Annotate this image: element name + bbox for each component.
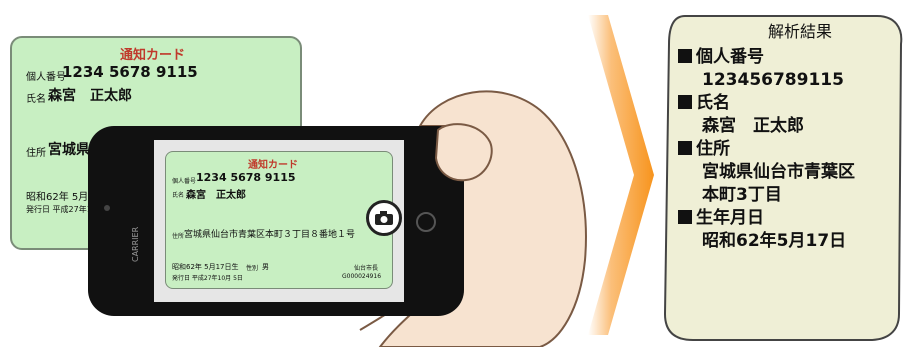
- result-value-address-2: 本町3丁目: [678, 184, 902, 207]
- phone-card-address: 宮城県仙台市青葉区本町３丁目８番地１号: [184, 227, 355, 240]
- result-label-birthdate: 生年月日: [696, 208, 764, 228]
- result-value-number: 123456789115: [678, 69, 902, 92]
- phone-card-name: 森宮 正太郎: [186, 186, 246, 201]
- arrow-right-icon: [588, 5, 658, 335]
- phone-card-issue: 発行日 平成27年10月 5日: [172, 273, 243, 282]
- result-value-address: 宮城県仙台市青葉区: [678, 161, 902, 184]
- result-title: 解析結果: [698, 18, 902, 42]
- phone-card-preview: 通知カード 個人番号 1234 5678 9115 氏名 森宮 正太郎 住所 宮…: [165, 151, 393, 289]
- thumb-illustration: [430, 120, 500, 200]
- result-label-name: 氏名: [696, 93, 730, 113]
- camera-shutter-button[interactable]: [366, 200, 402, 236]
- phone-card-code: G000024916: [342, 273, 381, 280]
- result-content: 解析結果 個人番号 123456789115 氏名 森宮 正太郎 住所 宮城県仙…: [678, 18, 902, 253]
- bullet-square-icon: [678, 95, 692, 109]
- bullet-square-icon: [678, 141, 692, 155]
- phone-card-issuer: 仙台市長: [354, 263, 378, 272]
- home-button[interactable]: [416, 212, 436, 232]
- carrier-label: CARRIER: [131, 227, 140, 262]
- result-label-number: 個人番号: [696, 47, 764, 67]
- bullet-square-icon: [678, 49, 692, 63]
- phone-card-birth: 昭和62年 5月17日生: [172, 262, 239, 272]
- front-camera-icon: [104, 205, 110, 211]
- result-value-name: 森宮 正太郎: [678, 115, 902, 138]
- phone-card-sex-label: 性別: [246, 263, 258, 272]
- phone-card-sex: 男: [262, 262, 269, 272]
- phone-card-title: 通知カード: [248, 156, 298, 171]
- phone-card-number: 1234 5678 9115: [196, 171, 296, 184]
- phone-card-address-label: 住所: [172, 231, 184, 240]
- bullet-square-icon: [678, 210, 692, 224]
- phone-card-number-label: 個人番号: [172, 176, 196, 185]
- camera-icon: [374, 210, 394, 226]
- result-value-birthdate: 昭和62年5月17日: [678, 230, 902, 253]
- phone-card-name-label: 氏名: [172, 190, 184, 199]
- result-label-address: 住所: [696, 139, 730, 159]
